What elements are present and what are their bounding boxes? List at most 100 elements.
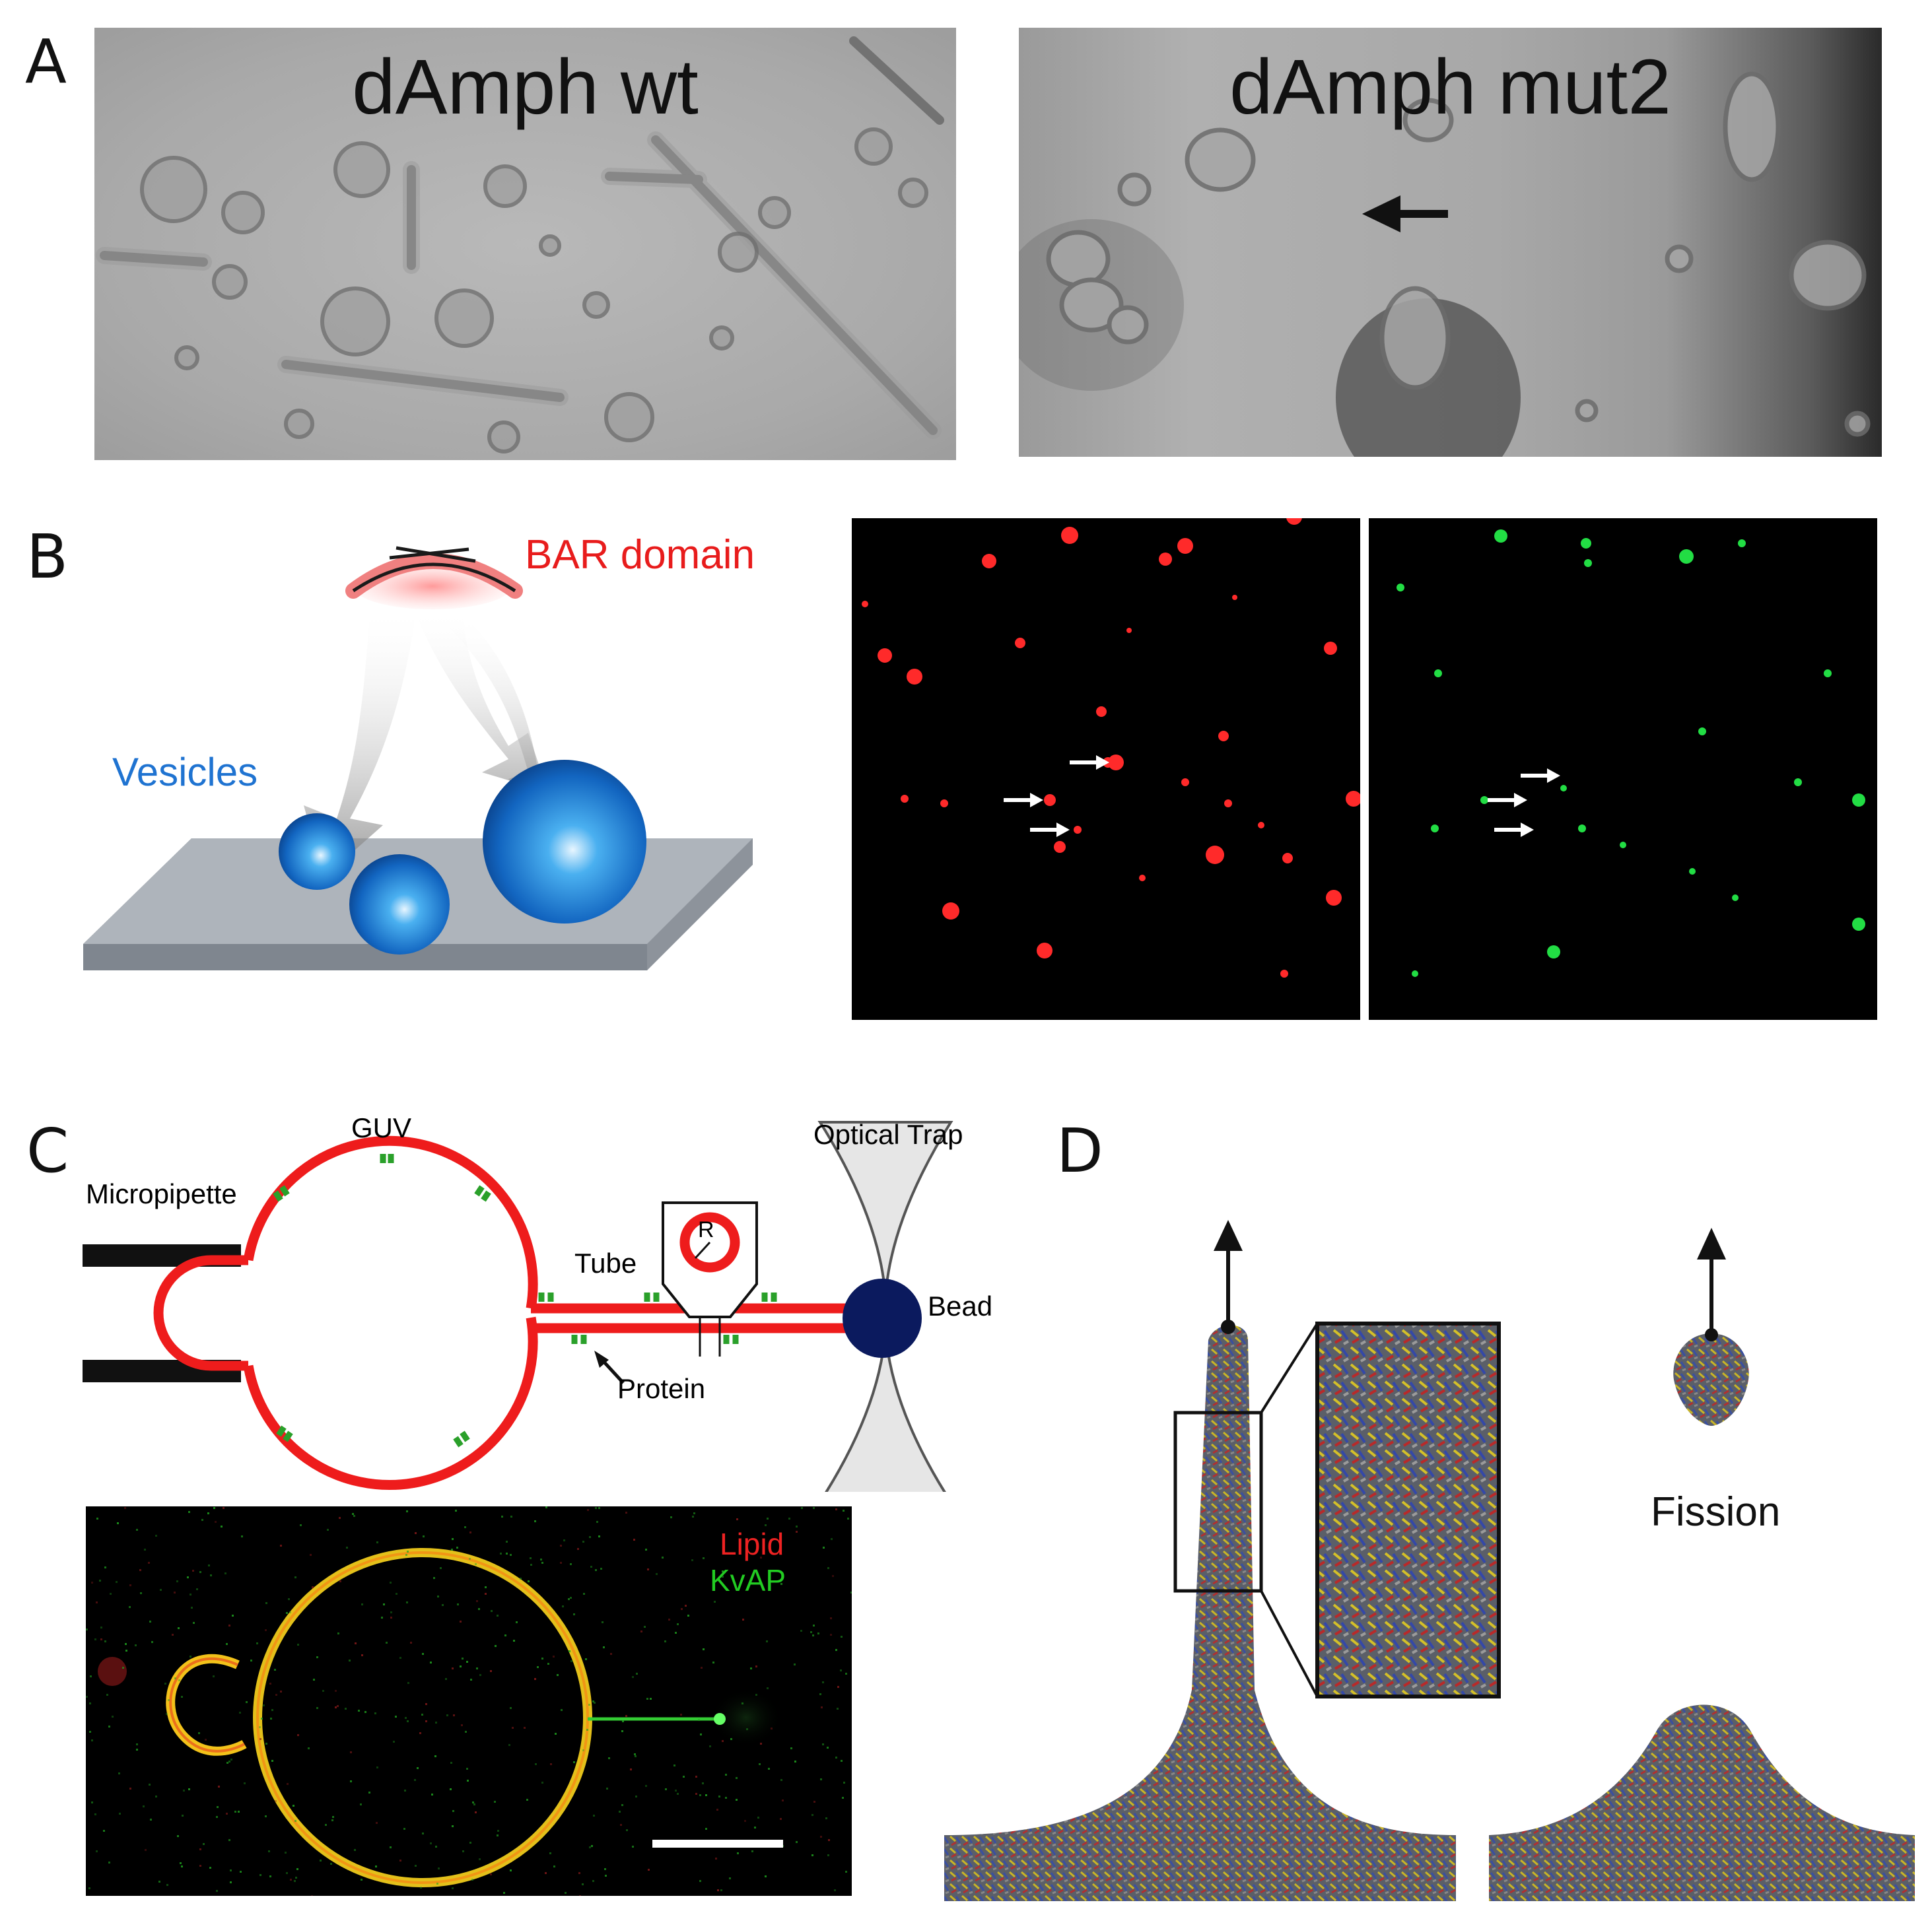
- fluorescent-dot: [1324, 642, 1337, 655]
- fluorescent-dot: [1434, 669, 1442, 677]
- fluorescent-dot: [1218, 731, 1229, 741]
- detached-vesicle: [1673, 1333, 1749, 1426]
- lipid-label: Lipid: [720, 1527, 784, 1561]
- vesicle-medium: [349, 854, 450, 955]
- em-image-wt: dAmph wt: [94, 28, 956, 460]
- em-wt-label: dAmph wt: [352, 44, 699, 131]
- fission-label: Fission: [1651, 1489, 1781, 1535]
- confocal-guv-drawing: [86, 1506, 852, 1896]
- panel-a-letter: A: [25, 26, 67, 97]
- fluorescent-dot: [1547, 945, 1560, 958]
- white-arrow-icon: [1494, 823, 1534, 837]
- pull-arrow-right-icon: [1697, 1228, 1726, 1260]
- fluorescent-dot: [1286, 518, 1302, 525]
- fluorescent-dot: [1280, 970, 1288, 978]
- fluorescent-dot: [1679, 549, 1694, 564]
- fluorescent-dot: [1224, 799, 1232, 807]
- fluorescent-dot: [878, 648, 892, 663]
- micropipette-label: Micropipette: [86, 1178, 237, 1209]
- white-arrow-icon: [1004, 793, 1043, 807]
- fluorescent-dot: [1620, 842, 1626, 848]
- white-arrow-icon: [1030, 823, 1070, 837]
- fluorescent-dot: [1431, 824, 1439, 832]
- fluorescent-dot: [1581, 538, 1591, 549]
- fluorescent-dot: [1206, 846, 1224, 864]
- fluorescent-dot: [1159, 553, 1172, 566]
- panel-c-letter: C: [26, 1116, 69, 1186]
- fluorescent-dot: [1258, 822, 1264, 828]
- fluorescent-dot: [1560, 785, 1567, 791]
- fluorescent-dot: [1054, 841, 1066, 853]
- fluorescent-dot: [1074, 826, 1082, 834]
- red-vesicle-dots: [862, 518, 1360, 978]
- fluorescent-dot: [1126, 628, 1132, 633]
- fluorescent-dot: [901, 795, 909, 803]
- fluorescent-dot: [1578, 824, 1586, 832]
- fission-simulation: [944, 1220, 1915, 1901]
- fluorescent-dot: [1326, 890, 1342, 906]
- tube-label: Tube: [574, 1248, 637, 1279]
- protein-markers: [273, 1154, 777, 1448]
- white-arrow-icon: [1070, 755, 1109, 770]
- em-mut2-label: dAmph mut2: [1229, 44, 1671, 131]
- scale-bar: [652, 1840, 783, 1848]
- fluorescent-dot: [1494, 529, 1507, 543]
- white-arrow-icon: [1488, 793, 1527, 807]
- zoom-box: [1173, 1411, 1263, 1593]
- em-wt-structures: [96, 36, 944, 454]
- black-arrow-icon: [1362, 195, 1448, 232]
- bar-domain-schematic: [83, 546, 753, 970]
- fluorescent-dot: [1852, 793, 1865, 807]
- fluorescent-dot: [940, 799, 948, 807]
- fluorescence-red-image: [852, 518, 1360, 1020]
- bar-domain-label: BAR domain: [525, 532, 755, 578]
- remaining-membrane: [1489, 1704, 1915, 1901]
- fluorescent-dot: [1108, 755, 1124, 770]
- membrane-tether: [944, 1325, 1456, 1901]
- guv-label: GUV: [351, 1112, 412, 1143]
- fluorescent-dot: [1412, 970, 1418, 977]
- fluorescent-dot: [1346, 791, 1360, 807]
- fluorescence-green-image: [1369, 518, 1877, 1020]
- fluorescent-dot: [1689, 868, 1696, 875]
- fluorescent-dot: [1732, 894, 1739, 901]
- panel-b-letter: B: [26, 521, 69, 592]
- kvap-label: KvAP: [710, 1563, 786, 1597]
- optical-trap-label: Optical Trap: [813, 1119, 963, 1150]
- bead-label: Bead: [928, 1291, 993, 1322]
- fluorescent-dot: [1037, 943, 1052, 958]
- binding-arrow-left: [304, 614, 416, 878]
- em-mut2-structures: [1019, 71, 1871, 457]
- fluorescent-dot: [1584, 559, 1592, 567]
- fluorescent-dot: [1139, 875, 1146, 881]
- tube-pulling-schematic: [83, 1121, 953, 1492]
- fluorescent-dot: [1794, 778, 1802, 786]
- fluorescent-dot: [907, 669, 922, 685]
- fluorescent-dot: [942, 902, 959, 920]
- vesicle-small: [279, 813, 355, 890]
- fluorescent-dot: [1096, 706, 1107, 717]
- fluorescent-dot: [1698, 727, 1706, 735]
- em-image-mut2: dAmph mut2: [1019, 28, 1882, 457]
- fluorescent-dot: [1061, 527, 1078, 544]
- fluorescent-dot: [1738, 539, 1746, 547]
- fluorescent-dot: [862, 601, 868, 607]
- radius-label: R: [698, 1217, 714, 1242]
- bead: [843, 1279, 922, 1358]
- fluorescent-dot: [1480, 796, 1488, 804]
- fluorescent-dot: [1044, 794, 1056, 806]
- fluorescent-dot: [1282, 853, 1293, 863]
- protein-label: Protein: [617, 1373, 706, 1404]
- fluorescent-dot: [1824, 669, 1832, 677]
- guv-membrane: [243, 1135, 538, 1310]
- pull-arrow-left-icon: [1214, 1220, 1243, 1251]
- fluorescent-dot: [1015, 638, 1025, 648]
- vesicles-label: Vesicles: [112, 750, 258, 794]
- fluorescent-dot: [1852, 918, 1865, 931]
- fluorescent-dot: [1181, 778, 1189, 786]
- confocal-guv-image: Lipid KvAP: [86, 1506, 852, 1896]
- green-vesicle-dots: [1397, 529, 1865, 977]
- fluorescent-dot: [1232, 595, 1237, 600]
- zoom-inset: [1315, 1322, 1501, 1698]
- fluorescent-dot: [982, 554, 996, 568]
